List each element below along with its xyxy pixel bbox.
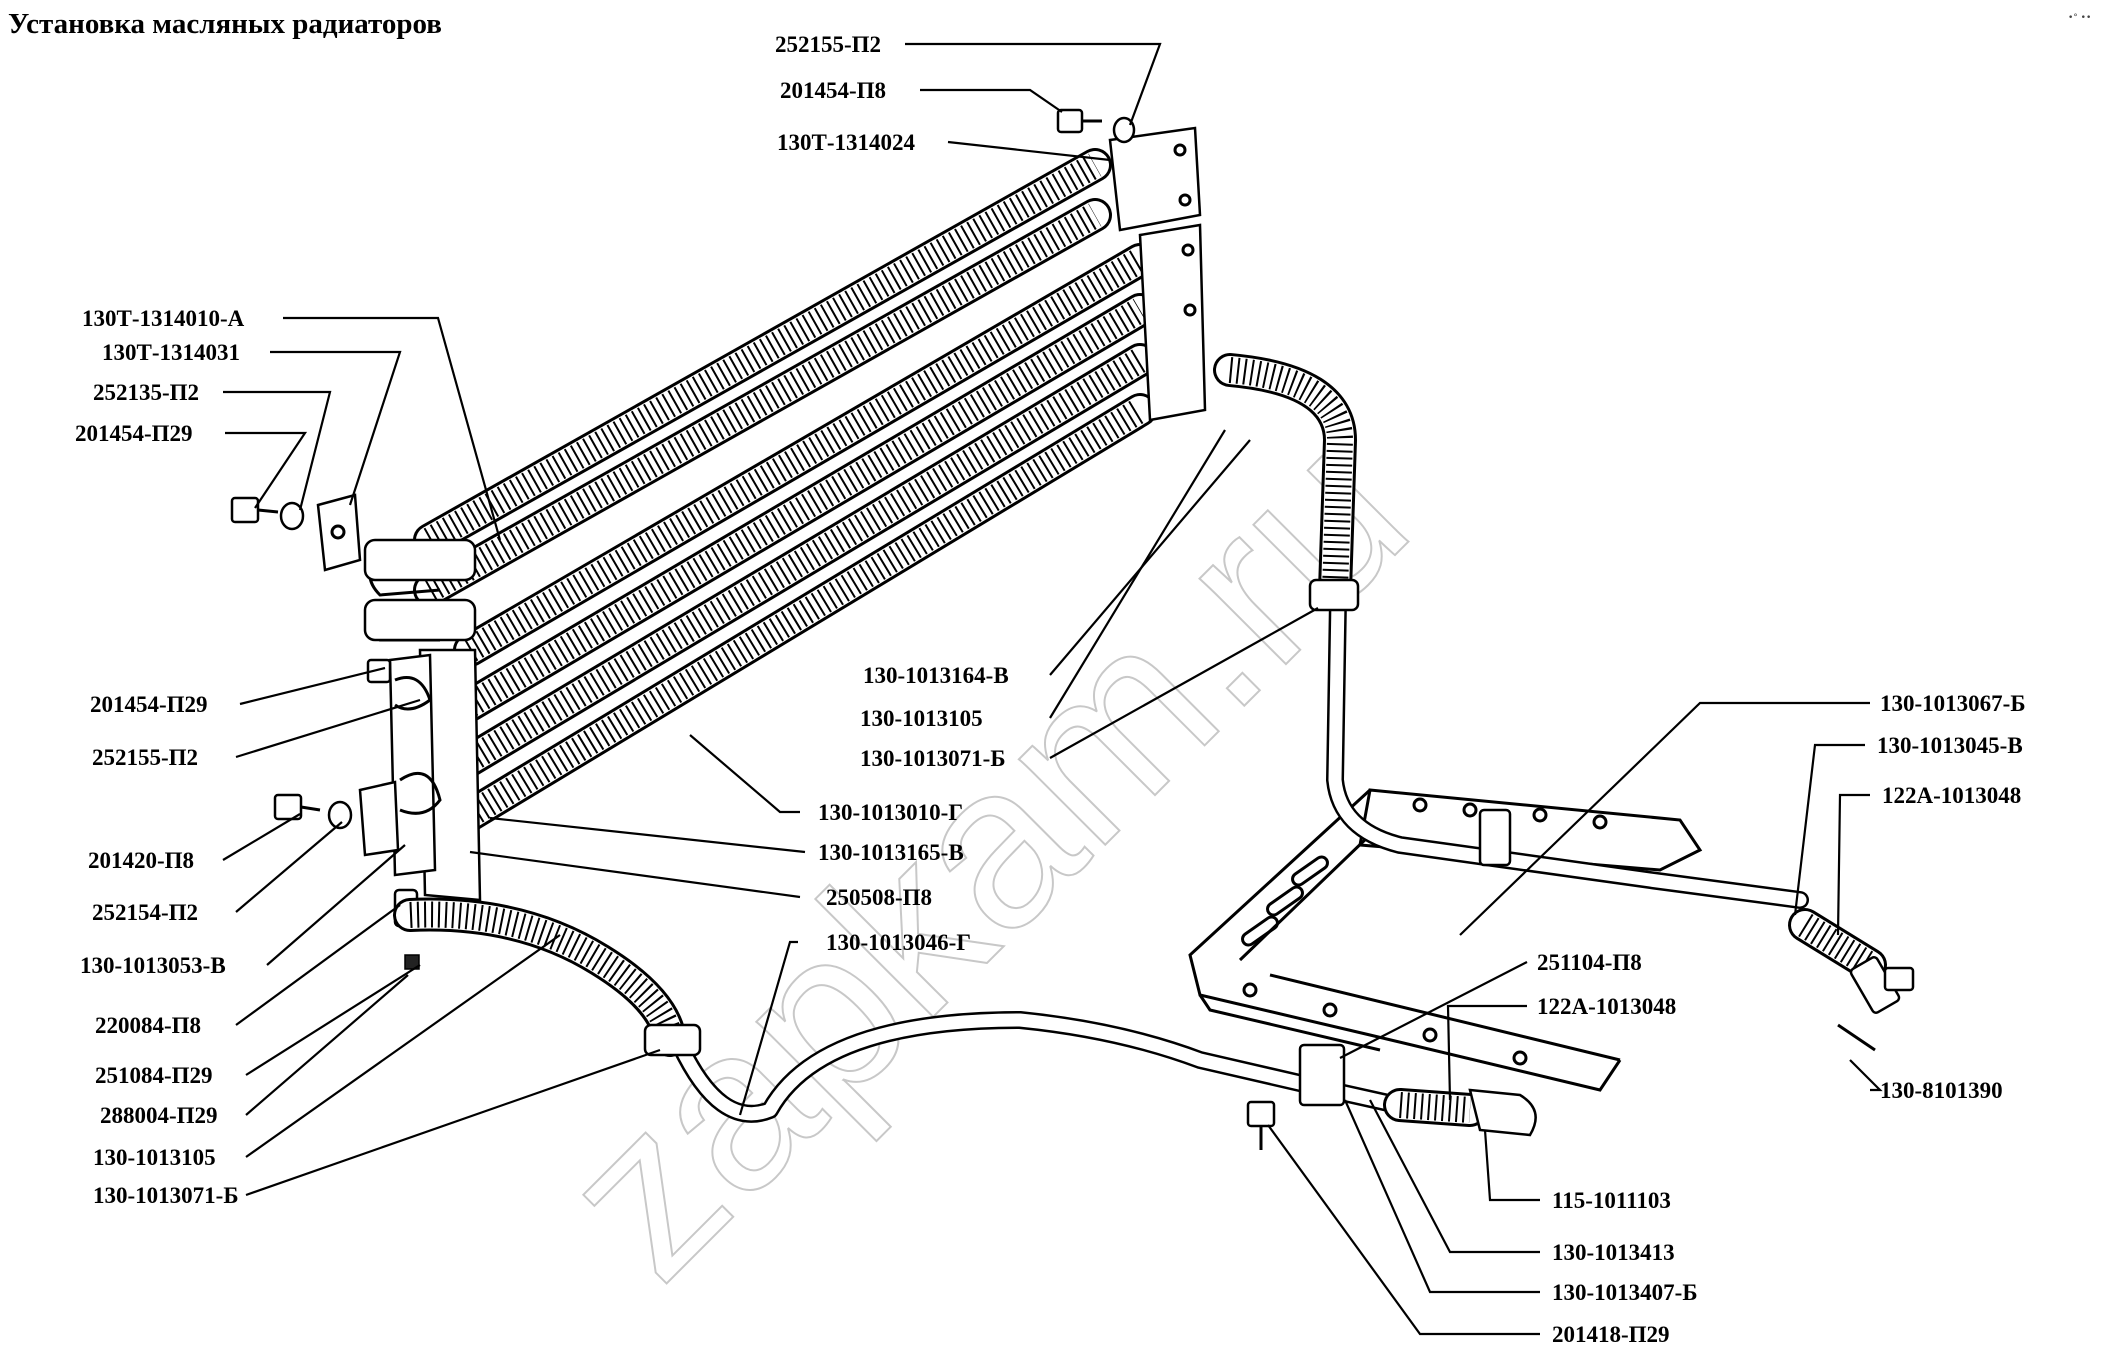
callout-label: 130Т-1314010-А — [82, 306, 245, 331]
callout-label: 130-1013010-Г — [818, 800, 963, 825]
callout-label: 251104-П8 — [1537, 950, 1642, 975]
callout-label: 115-1011103 — [1552, 1188, 1671, 1213]
callout-label: 130-1013071-Б — [860, 746, 1006, 771]
callout-label: 122А-1013048 — [1882, 783, 2021, 808]
frame-bracket — [1188, 788, 1703, 1092]
callout-label: 130-1013046-Г — [826, 930, 971, 955]
callout-label: 130-8101390 — [1880, 1078, 2003, 1103]
oil-lines — [393, 353, 1915, 1137]
callout-label: 201418-П29 — [1552, 1322, 1670, 1347]
leader-lines — [222, 42, 1883, 1336]
corner-mark: •° •• — [2068, 13, 2091, 23]
callout-label: 220084-П8 — [95, 1013, 201, 1038]
callout-label: 252135-П2 — [93, 380, 199, 405]
callout-label: 201454-П8 — [780, 78, 886, 103]
callout-label: 252155-П2 — [775, 32, 881, 57]
callout-label: 130-1013413 — [1552, 1240, 1675, 1265]
callout-label: 130-1013407-Б — [1552, 1280, 1698, 1305]
oil-radiator — [363, 126, 1207, 902]
callout-label: 201420-П8 — [88, 848, 194, 873]
callout-label: 201454-П29 — [75, 421, 193, 446]
callout-label: 130-1013045-В — [1877, 733, 2023, 758]
callout-label: 250508-П8 — [826, 885, 932, 910]
callout-label: 252155-П2 — [92, 745, 198, 770]
callout-label: 130-1013105 — [93, 1145, 216, 1170]
callout-label: 130-1013067-Б — [1880, 691, 2026, 716]
callout-label: 288004-П29 — [100, 1103, 218, 1128]
callout-labels: 252155-П2 201454-П8 130Т-1314024 130Т-13… — [75, 32, 2026, 1347]
fasteners — [230, 108, 1276, 1150]
callout-label: 130-1013071-Б — [93, 1183, 239, 1208]
callout-label: 130-1013105 — [860, 706, 983, 731]
diagram-title: Установка масляных радиаторов — [8, 8, 442, 40]
callout-label: 201454-П29 — [90, 692, 208, 717]
callout-label: 251084-П29 — [95, 1063, 213, 1088]
callout-label: 252154-П2 — [92, 900, 198, 925]
callout-label: 130Т-1314031 — [102, 340, 240, 365]
callout-label: 130-1013164-В — [863, 663, 1009, 688]
callout-label: 130Т-1314024 — [777, 130, 916, 155]
callout-label: 130-1013165-В — [818, 840, 964, 865]
callout-label: 130-1013053-В — [80, 953, 226, 978]
callout-label: 122А-1013048 — [1537, 994, 1676, 1019]
